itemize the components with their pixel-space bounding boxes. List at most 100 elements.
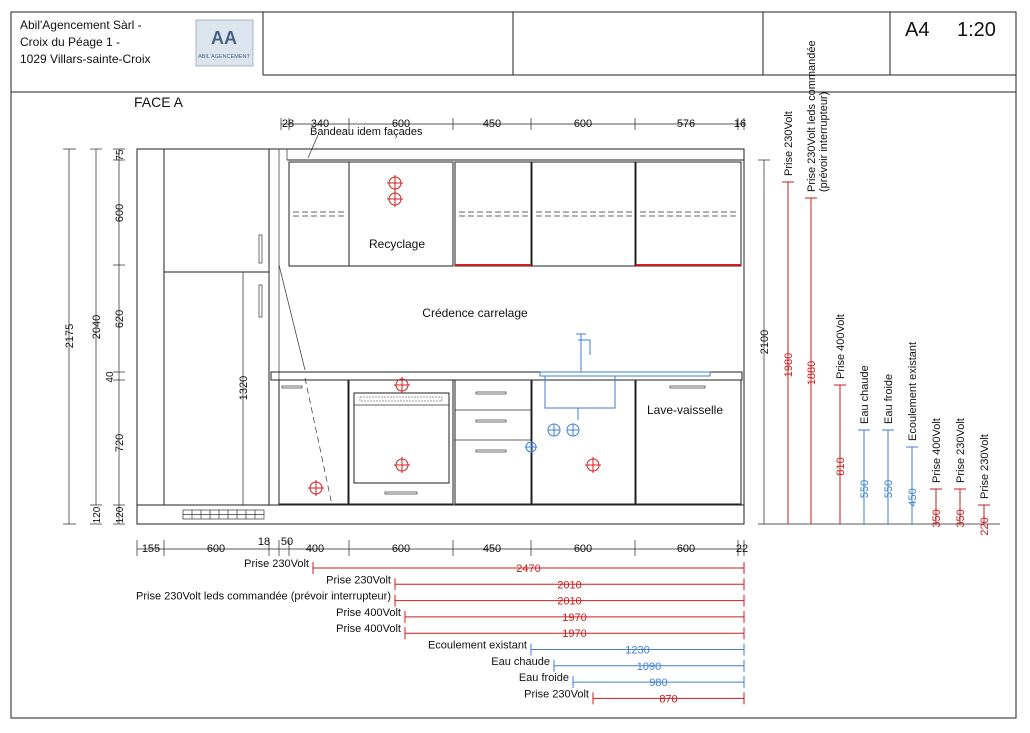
distance-value: 1230 bbox=[625, 645, 649, 657]
distance-value: 1970 bbox=[562, 612, 586, 624]
dim-label: 18 bbox=[258, 536, 270, 548]
face-label: FACE A bbox=[134, 94, 184, 110]
height-value: 350 bbox=[931, 509, 943, 527]
distance-value: 980 bbox=[649, 677, 667, 689]
kitchen-elevation: Recyclage Crédence carrelage Bandeau ide… bbox=[136, 126, 745, 525]
height-label: Prise 400Volt bbox=[931, 418, 943, 483]
outlet-symbol bbox=[387, 191, 403, 207]
wall-cabinet-5 bbox=[635, 161, 742, 267]
wall-cabinet-3 bbox=[454, 161, 532, 267]
distance-value: 2010 bbox=[557, 596, 581, 608]
distance-label: Eau froide bbox=[519, 672, 569, 684]
dim-label: 155 bbox=[142, 543, 160, 555]
bandeau-label: Bandeau idem façades bbox=[310, 126, 423, 138]
wall-cabinet-4 bbox=[531, 161, 636, 267]
outlet-symbol bbox=[394, 457, 410, 473]
dim-label: 600 bbox=[677, 543, 695, 555]
format-label: A4 bbox=[905, 19, 929, 41]
distance-label: Prise 230Volt bbox=[524, 688, 589, 700]
fridge-handle-bottom bbox=[258, 284, 263, 318]
dim-label: 40 bbox=[105, 371, 116, 383]
distance-value: 1090 bbox=[637, 661, 661, 673]
dim-label: 120 bbox=[92, 506, 103, 523]
distance-value: 2470 bbox=[516, 563, 540, 575]
dim-label: 28 bbox=[282, 118, 294, 130]
dim-label: 600 bbox=[207, 543, 225, 555]
distance-label: Ecoulement existant bbox=[428, 640, 527, 652]
dim-label: 600 bbox=[574, 543, 592, 555]
company-logo: AA ABIL'AGENCEMENT bbox=[195, 19, 254, 67]
height-value: 1880 bbox=[806, 361, 818, 385]
height-value: 550 bbox=[859, 480, 871, 498]
outlet-symbol bbox=[308, 480, 324, 496]
oven-unit bbox=[348, 379, 454, 505]
outlet-symbol bbox=[585, 457, 601, 473]
dim-label: 22 bbox=[736, 543, 748, 555]
dim-label: 2040 bbox=[91, 315, 103, 339]
top-dimension-chain: 28 340 600 450 600 576 16 bbox=[280, 118, 746, 130]
outlet-symbol bbox=[387, 175, 403, 191]
height-value: 450 bbox=[907, 488, 919, 506]
left-dimension-chains: 2175 2040 120 75 600 620 40 720 120 1320 bbox=[63, 148, 250, 525]
height-label: Eau chaude bbox=[859, 365, 871, 424]
credence-label: Crédence carrelage bbox=[422, 306, 528, 320]
sheet-border bbox=[10, 11, 1017, 719]
wall-cabinet-1 bbox=[288, 161, 350, 267]
dim-label: 1320 bbox=[238, 376, 250, 400]
dim-label: 600 bbox=[392, 543, 410, 555]
height-value: 220 bbox=[979, 517, 991, 535]
company-street: Croix du Péage 1 - bbox=[20, 35, 120, 49]
sink-unit bbox=[531, 379, 636, 505]
dim-label: 600 bbox=[114, 204, 126, 222]
height-label: Ecoulement existant bbox=[907, 342, 919, 441]
height-label: Prise 230Volt bbox=[979, 434, 991, 499]
dim-label: 75 bbox=[115, 149, 126, 161]
dim-label: 120 bbox=[115, 506, 126, 523]
distance-label: Prise 230Volt bbox=[326, 574, 391, 586]
height-value: 1980 bbox=[783, 353, 795, 377]
svg-text:ABIL'AGENCEMENT: ABIL'AGENCEMENT bbox=[198, 54, 250, 60]
height-label: Prise 400Volt bbox=[835, 314, 847, 379]
height-value: 350 bbox=[955, 509, 967, 527]
dishwasher bbox=[635, 379, 742, 505]
scale-label: 1:20 bbox=[957, 19, 996, 41]
sink-and-faucet bbox=[525, 333, 711, 453]
company-name: Abil'Agencement Sàrl - bbox=[20, 18, 142, 32]
company-city: 1029 Villars-sainte-Croix bbox=[20, 52, 151, 66]
outlet-symbol bbox=[394, 377, 410, 393]
base-cabinets bbox=[278, 379, 742, 505]
dim-label: 600 bbox=[574, 118, 592, 130]
distance-label: Prise 230Volt leds commandée (prévoir in… bbox=[136, 591, 391, 603]
electrical-outlets bbox=[308, 175, 601, 496]
dim-label: 720 bbox=[114, 434, 126, 452]
height-value: 810 bbox=[835, 457, 847, 475]
base-cabinet-1 bbox=[278, 379, 349, 505]
dim-label: 400 bbox=[306, 543, 324, 555]
dim-label: 50 bbox=[281, 536, 293, 548]
dim-label: 576 bbox=[677, 118, 695, 130]
dim-label: 340 bbox=[311, 118, 329, 130]
svg-text:AA: AA bbox=[211, 28, 237, 48]
height-label: Eau froide bbox=[883, 374, 895, 424]
dim-label: 450 bbox=[483, 543, 501, 555]
distance-value: 870 bbox=[659, 693, 677, 705]
height-label: Prise 230Volt leds commandée (prévoir in… bbox=[806, 37, 830, 192]
distance-label: Prise 400Volt bbox=[336, 623, 401, 635]
fridge-handle-top bbox=[258, 234, 263, 264]
dim-label: 620 bbox=[114, 310, 126, 328]
tall-fridge-unit bbox=[163, 148, 270, 506]
distance-value: 1970 bbox=[562, 628, 586, 640]
dim-label: 16 bbox=[734, 118, 746, 130]
height-label: Prise 230Volt bbox=[955, 418, 967, 483]
distance-label: Prise 230Volt bbox=[244, 558, 309, 570]
distance-label: Prise 400Volt bbox=[336, 607, 401, 619]
recyclage-label: Recyclage bbox=[369, 237, 425, 251]
drawer-unit bbox=[454, 379, 532, 505]
bottom-dimension-chain: 155 600 18 50 400 600 450 600 600 22 bbox=[136, 536, 748, 556]
dishwasher-label: Lave-vaisselle bbox=[647, 403, 723, 417]
wall-outline bbox=[136, 148, 745, 525]
